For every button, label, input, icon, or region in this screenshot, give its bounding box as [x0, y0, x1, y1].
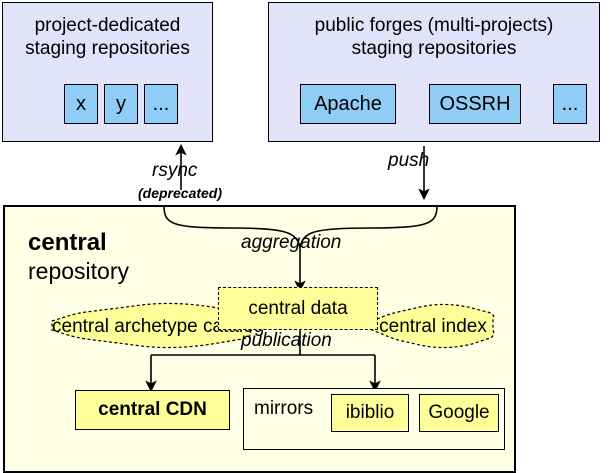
project-dedicated-title-line1: project-dedicated	[34, 15, 181, 36]
staging-chip-x[interactable]: x	[64, 84, 98, 124]
public-forges-staging-title: public forges (multi-projects) staging r…	[268, 14, 600, 60]
publication-label: publication	[241, 330, 332, 351]
central-index-node[interactable]: central index	[372, 313, 494, 341]
archetype-catalog-node[interactable]: central archetype catalog	[52, 313, 265, 341]
forge-chip-ossrh[interactable]: OSSRH	[429, 84, 521, 124]
central-data-label: central data	[248, 297, 348, 319]
staging-chip-y[interactable]: y	[104, 84, 138, 124]
staging-chip-y-label: y	[116, 92, 126, 115]
mirror-google-label: Google	[428, 402, 490, 423]
push-label: push	[388, 150, 430, 171]
central-cdn-label: central CDN	[98, 399, 207, 420]
central-repository-title-rest: repository	[28, 258, 129, 285]
central-index-label: central index	[379, 316, 487, 337]
rsync-deprecated-note: (deprecated)	[138, 185, 223, 201]
forge-chip-ossrh-label: OSSRH	[439, 92, 511, 115]
rsync-label: rsync	[152, 160, 198, 181]
forge-chip-apache-label: Apache	[314, 92, 382, 115]
aggregation-label: aggregation	[241, 232, 342, 253]
mirrors-label: mirrors	[254, 398, 314, 419]
public-forges-title-line1: public forges (multi-projects)	[314, 15, 554, 36]
central-index-shape	[371, 303, 495, 349]
public-forges-title-line2: staging repositories	[351, 38, 517, 60]
aggregation-brace-left	[163, 205, 301, 248]
mirror-ibiblio-label: ibiblio	[345, 402, 395, 423]
forge-chip-apache[interactable]: Apache	[300, 84, 396, 124]
central-repository-title: central repository	[28, 228, 208, 285]
central-data-node[interactable]: central data	[218, 287, 378, 330]
aggregation-brace-right	[299, 205, 438, 248]
mirror-ibiblio-node[interactable]: ibiblio	[331, 394, 409, 432]
project-dedicated-staging-title: project-dedicated staging repositories	[2, 14, 213, 60]
staging-chip-more-label: ...	[152, 92, 170, 115]
mirror-google-node[interactable]: Google	[419, 394, 499, 432]
forge-chip-more[interactable]: ...	[553, 84, 587, 124]
staging-chip-more[interactable]: ...	[144, 84, 178, 124]
central-cdn-node[interactable]: central CDN	[75, 390, 230, 430]
central-repository-title-bold: central	[28, 229, 107, 256]
staging-chip-x-label: x	[76, 92, 86, 115]
archetype-catalog-shape	[51, 302, 252, 349]
project-dedicated-title-line2: staging repositories	[25, 38, 190, 60]
forge-chip-more-label: ...	[561, 92, 579, 115]
archetype-catalog-label: central archetype catalog	[52, 316, 265, 337]
